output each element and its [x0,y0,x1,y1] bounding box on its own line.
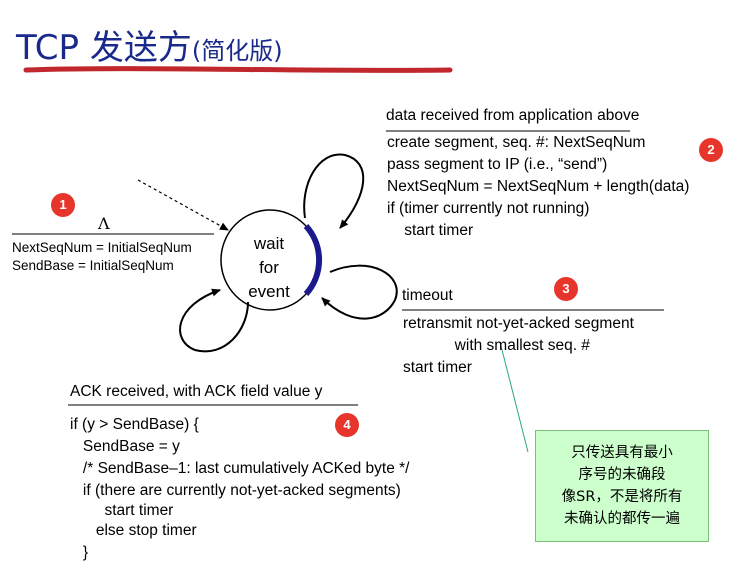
t2-action-4: if (timer currently not running) [387,200,590,217]
page-title: TCP 发送方(简化版) [16,20,283,69]
state-accent-arc [303,223,322,297]
t2-action-3: NextSeqNum = NextSeqNum + length(data) [387,178,690,195]
badge-4: 4 [335,413,359,437]
t2-event: data received from application above [386,107,640,124]
t1-event: Λ [98,214,110,233]
state-label: wait for event [224,232,314,304]
title-sub: (简化版) [191,37,283,65]
note-box: 只传送具有最小 序号的未确段 像SR，不是将所有 未确认的都传一遍 [535,430,709,542]
t3-event: timeout [402,287,453,304]
t3-action-3: start timer [403,359,472,376]
t4-action-4: if (there are currently not-yet-acked se… [70,482,401,499]
title-underline [23,66,453,73]
badge-3: 3 [554,277,578,301]
badge-2: 2 [699,138,723,162]
t2-action-1: create segment, seq. #: NextSeqNum [387,134,646,151]
loop-right [321,264,398,320]
t4-action-7: } [70,544,89,561]
t4-action-2: SendBase = y [70,438,180,455]
note-line-1: 只传送具有最小 [571,445,673,461]
note-line-2: 序号的未确段 [578,467,666,483]
note-line-4: 未确认的都传一遍 [564,511,680,527]
badge-1: 1 [51,193,75,217]
t4-action-3: /* SendBase–1: last cumulatively ACKed b… [70,460,410,477]
note-pointer [499,341,529,453]
t4-action-1: if (y > SendBase) { [70,416,199,433]
t1-action-2: SendBase = InitialSeqNum [12,258,174,273]
t2-action-5: start timer [387,222,474,239]
state-line-1: wait [253,234,285,253]
t3-action-1: retransmit not-yet-acked segment [403,315,634,332]
t1-action-1: NextSeqNum = InitialSeqNum [12,240,192,255]
state-line-3: event [248,282,290,301]
t2-action-2: pass segment to IP (i.e., “send”) [387,156,608,173]
title-main: TCP 发送方 [16,28,192,68]
t4-action-6: else stop timer [70,522,197,539]
t3-action-2: with smallest seq. # [403,337,590,354]
initial-arrow [137,179,229,231]
t4-event: ACK received, with ACK field value y [70,383,323,400]
t4-action-5: start timer [70,502,174,519]
state-line-2: for [259,258,279,277]
note-line-3: 像SR，不是将所有 [561,489,683,505]
loop-top [303,153,365,229]
loop-bottom [179,288,249,353]
